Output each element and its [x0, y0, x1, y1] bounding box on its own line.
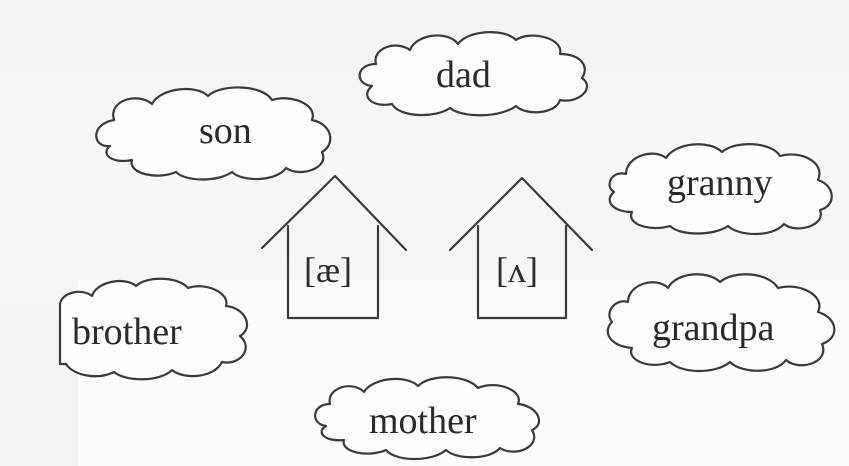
word-brother: brother: [72, 313, 182, 351]
word-mother: mother: [369, 402, 477, 440]
word-son: son: [199, 112, 252, 150]
word-granny: granny: [667, 164, 773, 202]
word-dad: dad: [436, 56, 491, 94]
house-wedge: [450, 178, 592, 318]
house-label-ae: [æ]: [304, 252, 352, 288]
house-ae: [262, 176, 406, 318]
word-grandpa: grandpa: [652, 309, 774, 347]
house-label-wedge: [ʌ]: [496, 252, 538, 288]
